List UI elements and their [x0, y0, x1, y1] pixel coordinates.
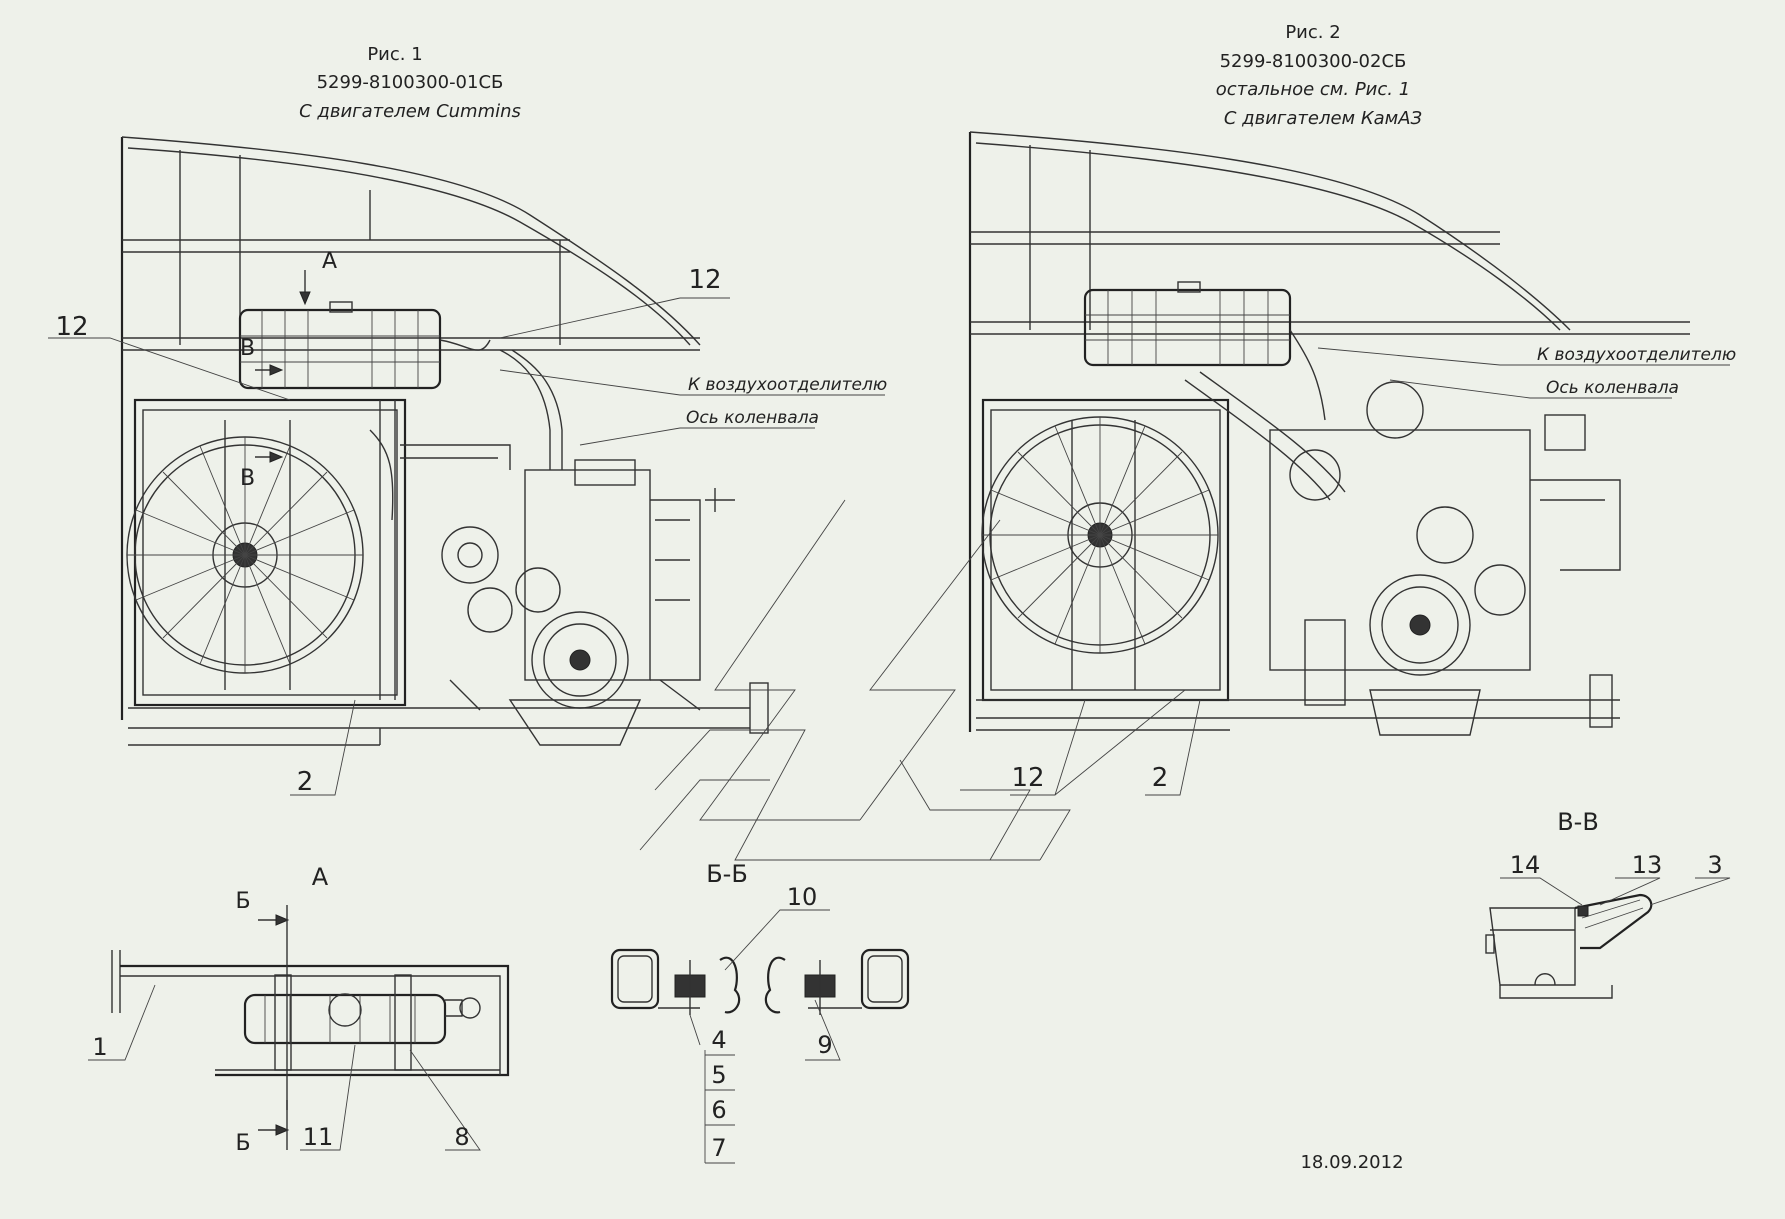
fig1-view-arrow-a: А — [322, 249, 337, 274]
fig1-callouts: 12 12 2 К воздухоотделителю Ось коленвал… — [48, 249, 887, 797]
view-a-callout-1: 1 — [92, 1033, 107, 1061]
fig1-label-air-separator: К воздухоотделителю — [688, 375, 887, 395]
section-b-b: Б-Б 10 4 5 6 7 9 — [610, 860, 910, 1164]
fig2-radiator — [981, 398, 1230, 702]
section-v-callout-14: 14 — [1510, 851, 1541, 879]
fig1-callout-12-right: 12 — [688, 265, 721, 295]
view-a-title: А — [312, 863, 329, 891]
fig2-code: 5299-8100300-02СБ — [1220, 51, 1407, 72]
fig2-expansion-tank — [1083, 281, 1292, 367]
drawing-date: 18.09.2012 — [1300, 1152, 1403, 1173]
section-b-callout-5: 5 — [711, 1061, 726, 1089]
fig2-engine: С двигателем КамАЗ — [1224, 108, 1423, 129]
fig1-code: 5299-8100300-01СБ — [317, 72, 504, 93]
fig1-engine — [441, 459, 735, 746]
section-b-callout-6: 6 — [711, 1096, 726, 1124]
fig1-title: Рис. 1 — [367, 44, 422, 65]
view-leader-lines — [639, 499, 1071, 861]
fig2-title: Рис. 2 — [1285, 22, 1340, 43]
section-b-callout-7: 7 — [711, 1134, 726, 1162]
view-a-callout-11: 11 — [303, 1123, 334, 1151]
view-a-callout-8: 8 — [454, 1123, 469, 1151]
figure-2: Рис. 2 5299-8100300-02СБ остальное см. Р… — [968, 22, 1736, 796]
section-b-title: Б-Б — [706, 860, 748, 888]
section-b-callout-9: 9 — [817, 1031, 832, 1059]
section-v-callout-13: 13 — [1632, 851, 1663, 879]
fig1-chassis-rail — [128, 682, 769, 746]
fig1-view-arrow-v-top: В — [240, 336, 255, 361]
fig1-pipes — [369, 349, 563, 700]
fig2-engine — [1269, 381, 1621, 736]
figure-1: Рис. 1 5299-8100300-01СБ С двигателем Cu… — [48, 44, 887, 797]
view-a-cut-b-top: Б — [235, 889, 250, 914]
view-a-cut-b-bottom: Б — [235, 1131, 250, 1156]
section-v-v: В-В 14 13 3 — [1485, 808, 1731, 999]
section-v-title: В-В — [1557, 808, 1599, 836]
fig1-label-crankshaft-axis: Ось коленвала — [686, 408, 819, 428]
fig1-callout-2: 2 — [297, 767, 314, 797]
fig1-radiator — [126, 398, 407, 707]
fig1-callout-12-left: 12 — [55, 312, 88, 342]
fig2-callout-2: 2 — [1152, 763, 1169, 793]
section-b-callout-10: 10 — [787, 883, 818, 911]
view-a: А Б Б 1 11 8 — [88, 863, 510, 1156]
fig2-pipes — [1184, 329, 1346, 501]
fig1-cab-frame — [120, 136, 701, 720]
fig2-chassis-rail — [976, 674, 1620, 731]
section-v-callout-3: 3 — [1707, 851, 1722, 879]
fig1-engine: С двигателем Cummins — [299, 101, 521, 122]
fig2-note: остальное см. Рис. 1 — [1216, 79, 1410, 100]
fig2-callout-12: 12 — [1011, 763, 1044, 793]
fig2-label-crankshaft-axis: Ось коленвала — [1546, 378, 1679, 398]
fig2-callouts: К воздухоотделителю Ось коленвала 12 2 — [1010, 345, 1736, 796]
section-b-callout-4: 4 — [711, 1026, 726, 1054]
fig1-view-arrow-v-bottom: В — [240, 466, 255, 491]
fig2-label-air-separator: К воздухоотделителю — [1537, 345, 1736, 365]
fig1-expansion-tank — [238, 301, 491, 390]
fig2-cab-frame — [968, 131, 1690, 732]
